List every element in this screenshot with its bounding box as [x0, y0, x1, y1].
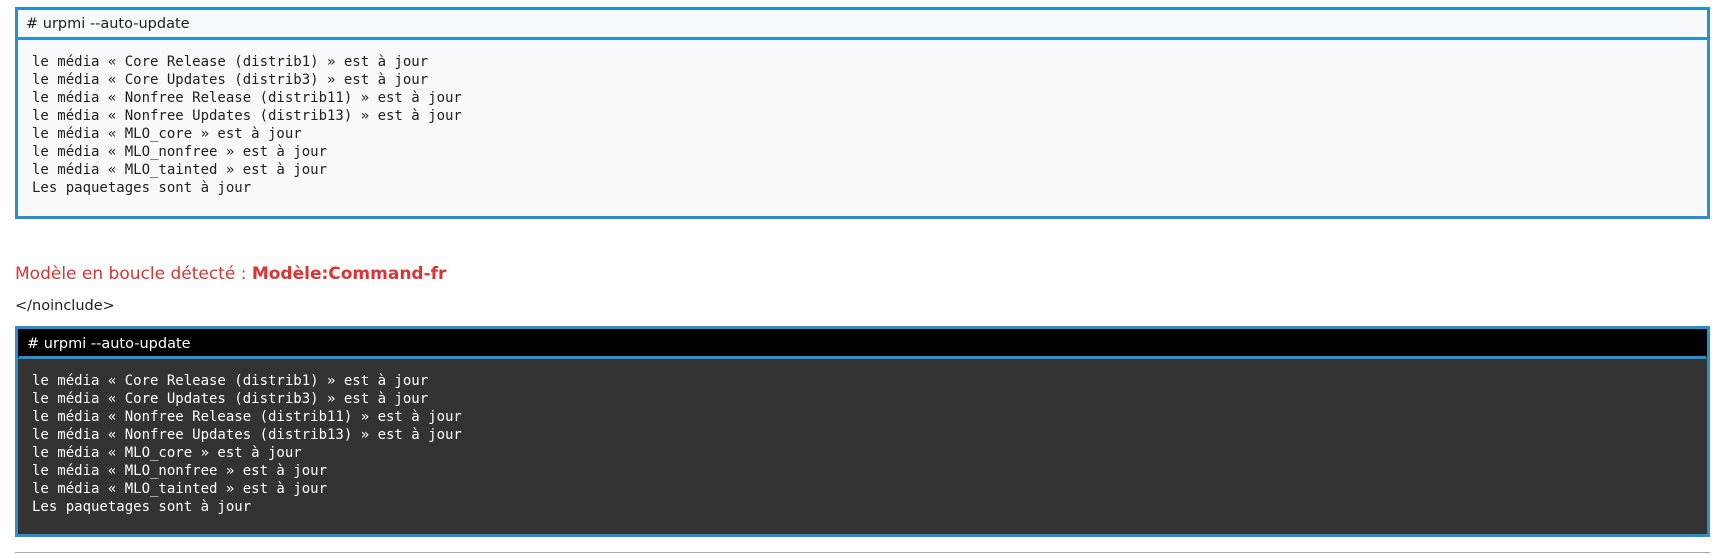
output-line: le média « Core Updates (distrib3) » est…	[32, 72, 429, 88]
output-line: le média « MLO_nonfree » est à jour	[32, 144, 328, 160]
command-header: # urpmi --auto-update	[18, 329, 1707, 359]
output-line: le média « MLO_tainted » est à jour	[32, 162, 328, 178]
output-line: le média « MLO_core » est à jour	[32, 445, 302, 461]
output-line: le média « Nonfree Updates (distrib13) »…	[32, 427, 462, 443]
output-line: le média « Nonfree Updates (distrib13) »…	[32, 108, 462, 124]
output-line: le média « MLO_tainted » est à jour	[32, 481, 328, 497]
output-line: Les paquetages sont à jour	[32, 180, 252, 196]
template-loop-warning: Modèle en boucle détecté : Modèle:Comman…	[15, 263, 446, 285]
output-line: le média « Core Release (distrib1) » est…	[32, 54, 429, 70]
template-link[interactable]: Modèle:Command-fr	[251, 264, 447, 284]
command-output: le média « Core Release (distrib1) » est…	[18, 40, 1707, 216]
output-line: le média « Nonfree Release (distrib11) »…	[32, 90, 462, 106]
warning-text: Modèle en boucle détecté :	[15, 264, 252, 284]
horizontal-divider	[15, 552, 1710, 553]
noinclude-tag-text: </noinclude>	[15, 298, 115, 314]
output-line: le média « Core Release (distrib1) » est…	[32, 373, 429, 389]
output-line: le média « Core Updates (distrib3) » est…	[32, 391, 429, 407]
command-output: le média « Core Release (distrib1) » est…	[18, 359, 1707, 534]
output-line: le média « MLO_core » est à jour	[32, 126, 302, 142]
command-box-light: # urpmi --auto-update le média « Core Re…	[15, 7, 1710, 219]
output-line: Les paquetages sont à jour	[32, 499, 252, 515]
command-header: # urpmi --auto-update	[18, 10, 1707, 40]
output-line: le média « Nonfree Release (distrib11) »…	[32, 409, 462, 425]
output-line: le média « MLO_nonfree » est à jour	[32, 463, 328, 479]
command-box-dark: # urpmi --auto-update le média « Core Re…	[15, 326, 1710, 537]
